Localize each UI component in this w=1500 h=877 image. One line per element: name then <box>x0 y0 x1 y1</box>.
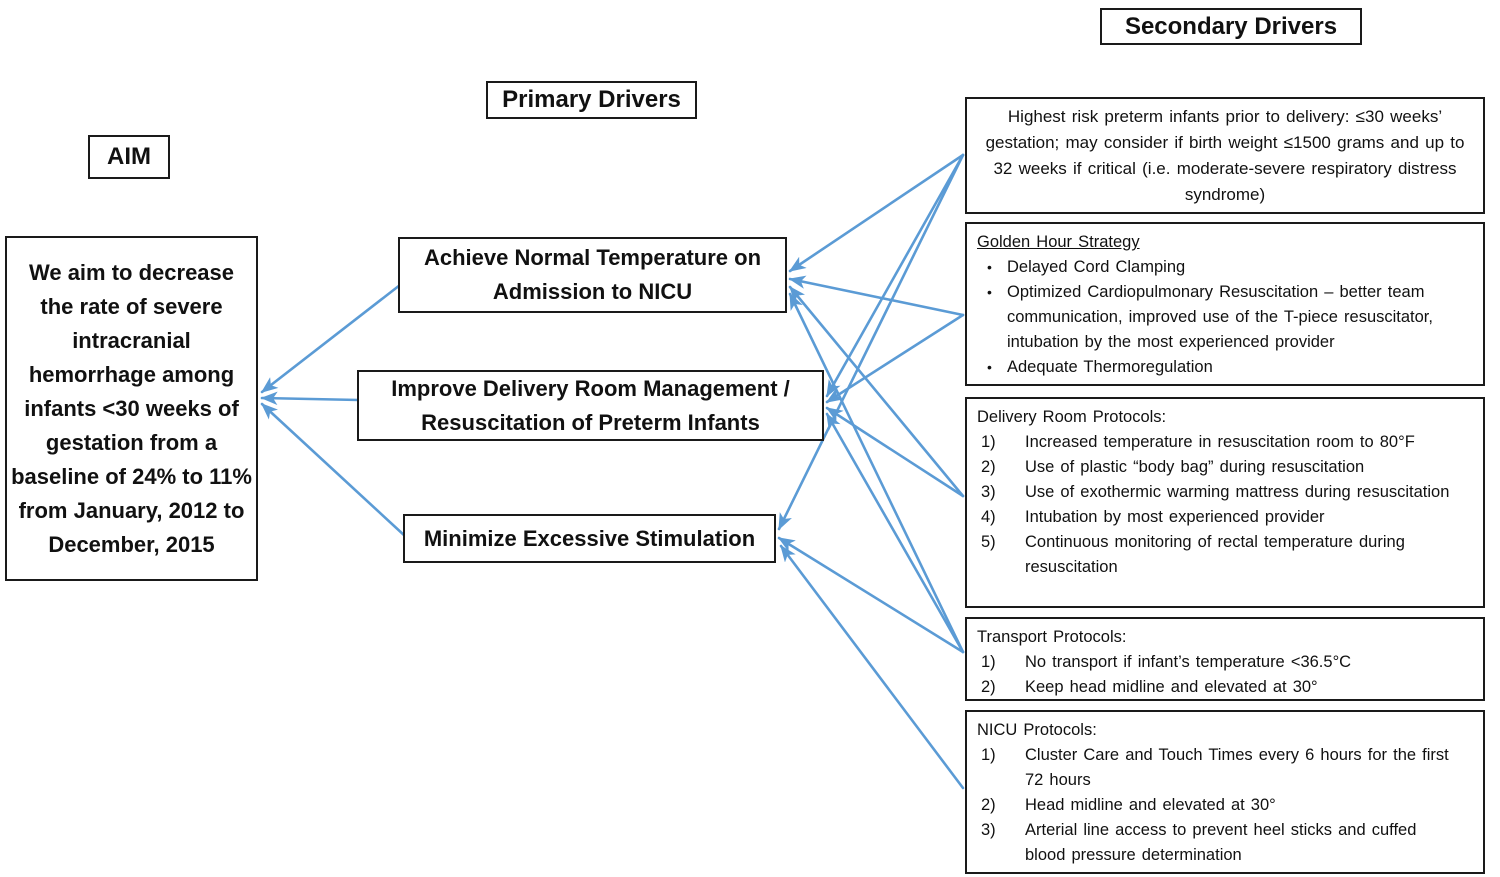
list-item-text: Continuous monitoring of rectal temperat… <box>1025 533 1405 576</box>
nicu-protocols-list: 1) Cluster Care and Touch Times every 6 h… <box>977 743 1473 868</box>
list-item: 2) Head midline and elevated at 30° <box>977 793 1473 818</box>
list-item-text: Increased temperature in resuscitation r… <box>1025 433 1415 451</box>
arrow-p2-to-aim <box>260 391 361 406</box>
arrow-s4-to-p1 <box>788 292 965 654</box>
nicu-protocols-title: NICU Protocols: <box>977 721 1097 739</box>
list-item-text: Arterial line access to prevent heel sti… <box>1025 821 1417 864</box>
list-number: 2) <box>981 796 996 814</box>
list-number: 3) <box>981 483 996 501</box>
list-item-text: Adequate Thermoregulation <box>1007 358 1213 376</box>
delivery-room-protocols-list: 1) Increased temperature in resuscitation… <box>977 430 1473 580</box>
list-item-text: Keep head midline and elevated at 30° <box>1025 678 1318 696</box>
secondary-driver-delivery-room-protocols: Delivery Room Protocols: 1) Increased tem… <box>965 397 1485 608</box>
secondary-driver-golden-hour: Golden Hour Strategy • Delayed Cord Clamp… <box>965 222 1485 386</box>
list-number: 3) <box>981 821 996 839</box>
list-item: • Delayed Cord Clamping <box>977 255 1473 280</box>
list-number: 2) <box>981 458 996 476</box>
list-item-text: Delayed Cord Clamping <box>1007 258 1186 276</box>
aim-box: We aim to decrease the rate of severe in… <box>5 236 258 581</box>
list-item-text: No transport if infant’s temperature <36… <box>1025 653 1352 671</box>
list-number: 1) <box>981 433 996 451</box>
transport-protocols-title: Transport Protocols: <box>977 628 1127 646</box>
list-item: 2) Keep head midline and elevated at 30° <box>977 675 1473 700</box>
aim-text: We aim to decrease the rate of severe in… <box>11 259 252 557</box>
list-item-text: Intubation by most experienced provider <box>1025 508 1325 526</box>
list-item: • Optimized Cardiopulmonary Resuscitation… <box>977 280 1473 355</box>
list-item: 3) Use of exothermic warming mattress dur… <box>977 480 1473 505</box>
list-item: 1) No transport if infant’s temperature <… <box>977 650 1473 675</box>
list-item: 3) Arterial line access to prevent heel s… <box>977 818 1473 868</box>
primary-driver-stimulation: Minimize Excessive Stimulation <box>403 514 776 563</box>
bullet-icon: • <box>987 259 992 275</box>
arrow-s3-to-p2 <box>825 406 965 498</box>
list-item-text: Use of plastic “body bag” during resusci… <box>1025 458 1365 476</box>
arrow-s3-to-p1 <box>788 285 965 498</box>
arrow-s2-to-p1 <box>788 275 965 317</box>
golden-hour-bullet-list: • Delayed Cord Clamping • Optimized Cardiop… <box>977 255 1473 380</box>
list-number: 1) <box>981 653 996 671</box>
transport-protocols-list: 1) No transport if infant’s temperature <… <box>977 650 1473 700</box>
list-number: 1) <box>981 746 996 764</box>
primary-driver-delivery-room: Improve Delivery Room Management / Resus… <box>357 370 824 441</box>
list-item-text: Use of exothermic warming mattress durin… <box>1025 483 1450 501</box>
secondary-driver-highest-risk-text: Highest risk preterm infants prior to de… <box>985 106 1465 204</box>
arrow-s4-to-p3 <box>777 536 965 654</box>
arrow-p3-to-aim <box>260 402 407 538</box>
secondary-driver-nicu-protocols: NICU Protocols: 1) Cluster Care and Touch… <box>965 710 1485 874</box>
list-item: 1) Cluster Care and Touch Times every 6 h… <box>977 743 1473 793</box>
list-item-text: Cluster Care and Touch Times every 6 hou… <box>1025 746 1449 789</box>
primary-drivers-column-header: Primary Drivers <box>486 81 697 119</box>
secondary-driver-highest-risk: Highest risk preterm infants prior to de… <box>965 97 1485 214</box>
arrow-s1-to-p3 <box>777 153 965 531</box>
arrow-s1-to-p2 <box>825 153 965 398</box>
arrow-s1-to-p1 <box>788 153 965 273</box>
list-item-text: Optimized Cardiopulmonary Resuscitation … <box>1007 283 1433 351</box>
arrow-s4-to-p2 <box>825 412 965 654</box>
list-number: 4) <box>981 508 996 526</box>
bullet-icon: • <box>987 284 992 300</box>
secondary-driver-transport-protocols: Transport Protocols: 1) No transport if i… <box>965 617 1485 701</box>
list-item: 4) Intubation by most experienced provide… <box>977 505 1473 530</box>
secondary-drivers-column-header: Secondary Drivers <box>1100 8 1362 45</box>
arrow-s5-to-p3 <box>779 544 965 790</box>
list-number: 5) <box>981 533 996 551</box>
golden-hour-title: Golden Hour Strategy <box>977 233 1140 251</box>
list-item-text: Head midline and elevated at 30° <box>1025 796 1276 814</box>
delivery-room-protocols-title: Delivery Room Protocols: <box>977 408 1167 426</box>
list-number: 2) <box>981 678 996 696</box>
arrow-p1-to-aim <box>260 283 402 394</box>
list-item: • Adequate Thermoregulation <box>977 355 1473 380</box>
bullet-icon: • <box>987 359 992 375</box>
list-item: 1) Increased temperature in resuscitation… <box>977 430 1473 455</box>
list-item: 2) Use of plastic “body bag” during resus… <box>977 455 1473 480</box>
list-item: 5) Continuous monitoring of rectal temper… <box>977 530 1473 580</box>
aim-column-header: AIM <box>88 135 170 179</box>
primary-driver-temperature: Achieve Normal Temperature on Admission … <box>398 237 787 313</box>
